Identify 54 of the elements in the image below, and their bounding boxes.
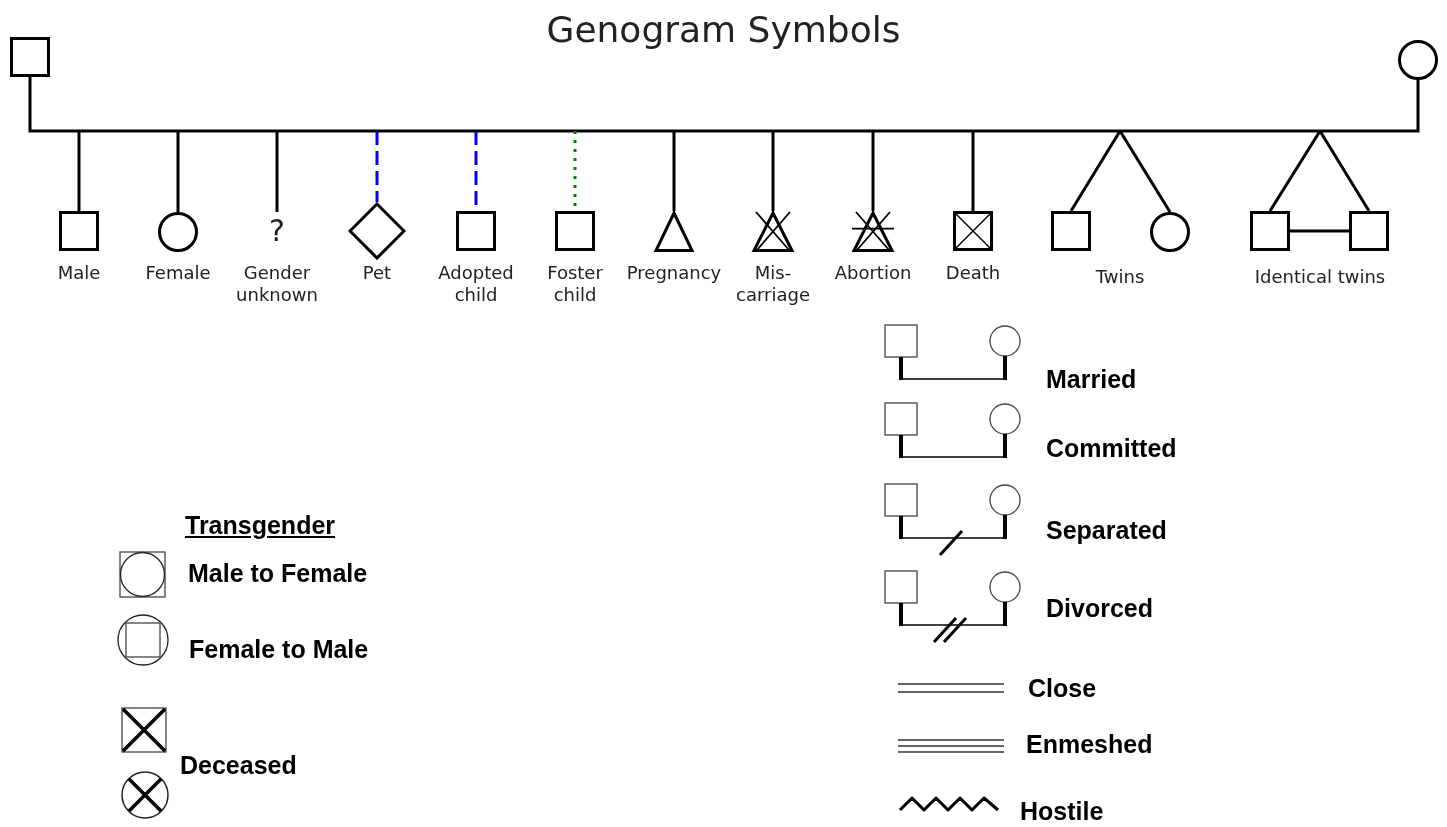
connector-line: [375, 131, 379, 202]
question-mark: ?: [264, 212, 290, 250]
square-symbol: [1051, 211, 1091, 251]
crossed-square-symbol: [953, 211, 993, 251]
square-symbol: [1250, 211, 1290, 251]
symbol-label: Mis- carriage: [735, 262, 811, 306]
diagram-title: Genogram Symbols: [546, 8, 901, 52]
legend-label: Hostile: [1020, 796, 1104, 826]
twins-label: Twins: [1095, 265, 1145, 289]
section-heading: Transgender: [185, 510, 336, 540]
connector-line: [1318, 130, 1371, 212]
legend-label: Male to Female: [188, 558, 368, 588]
connector-line: [672, 131, 676, 211]
symbol-label: Abortion: [833, 262, 913, 284]
circle-symbol: [158, 212, 198, 252]
symbol-label: Gender unknown: [235, 262, 319, 306]
square-symbol: [456, 211, 496, 251]
circle-symbol: [1150, 212, 1190, 252]
legend-label: Deceased: [180, 750, 297, 780]
triangle-symbol: [653, 211, 695, 252]
connector-line: [1118, 130, 1172, 213]
connector-line: [971, 131, 975, 211]
identical-twins-label: Identical twins: [1254, 265, 1386, 289]
legend-label: Female to Male: [189, 634, 369, 664]
connector-line: [771, 131, 775, 211]
legend-label: Married: [1046, 364, 1137, 394]
legend-label: Separated: [1046, 515, 1167, 545]
connector-line: [871, 131, 875, 211]
symbol-label: Adopted child: [437, 262, 515, 306]
connector-line: [1268, 130, 1322, 212]
symbol-label: Pregnancy: [625, 262, 723, 284]
connector-line: [275, 131, 279, 212]
parent-connector-line: [28, 77, 1420, 133]
square-symbol: [10, 37, 50, 77]
square-symbol: [59, 211, 99, 251]
connector-line: [176, 131, 180, 212]
legend-label: Divorced: [1046, 593, 1153, 623]
square-symbol: [555, 211, 595, 251]
connector-line: [77, 131, 81, 211]
symbol-label: Pet: [361, 262, 393, 284]
square-symbol: [1349, 211, 1389, 251]
symbol-label: Death: [944, 262, 1002, 284]
crossed-triangle-symbol: [751, 211, 795, 252]
connector-line: [1069, 130, 1122, 212]
symbol-label: Foster child: [546, 262, 604, 306]
symbol-label: Male: [56, 262, 102, 284]
symbol-label: Female: [144, 262, 212, 284]
legend-label: Committed: [1046, 433, 1177, 463]
legend-label: Enmeshed: [1026, 729, 1153, 759]
legend-label: Close: [1028, 673, 1097, 703]
diamond-symbol: [348, 202, 406, 260]
crossed-triangle-symbol: [851, 211, 895, 252]
connector-line: [1290, 229, 1349, 233]
circle-symbol: [1398, 40, 1438, 80]
